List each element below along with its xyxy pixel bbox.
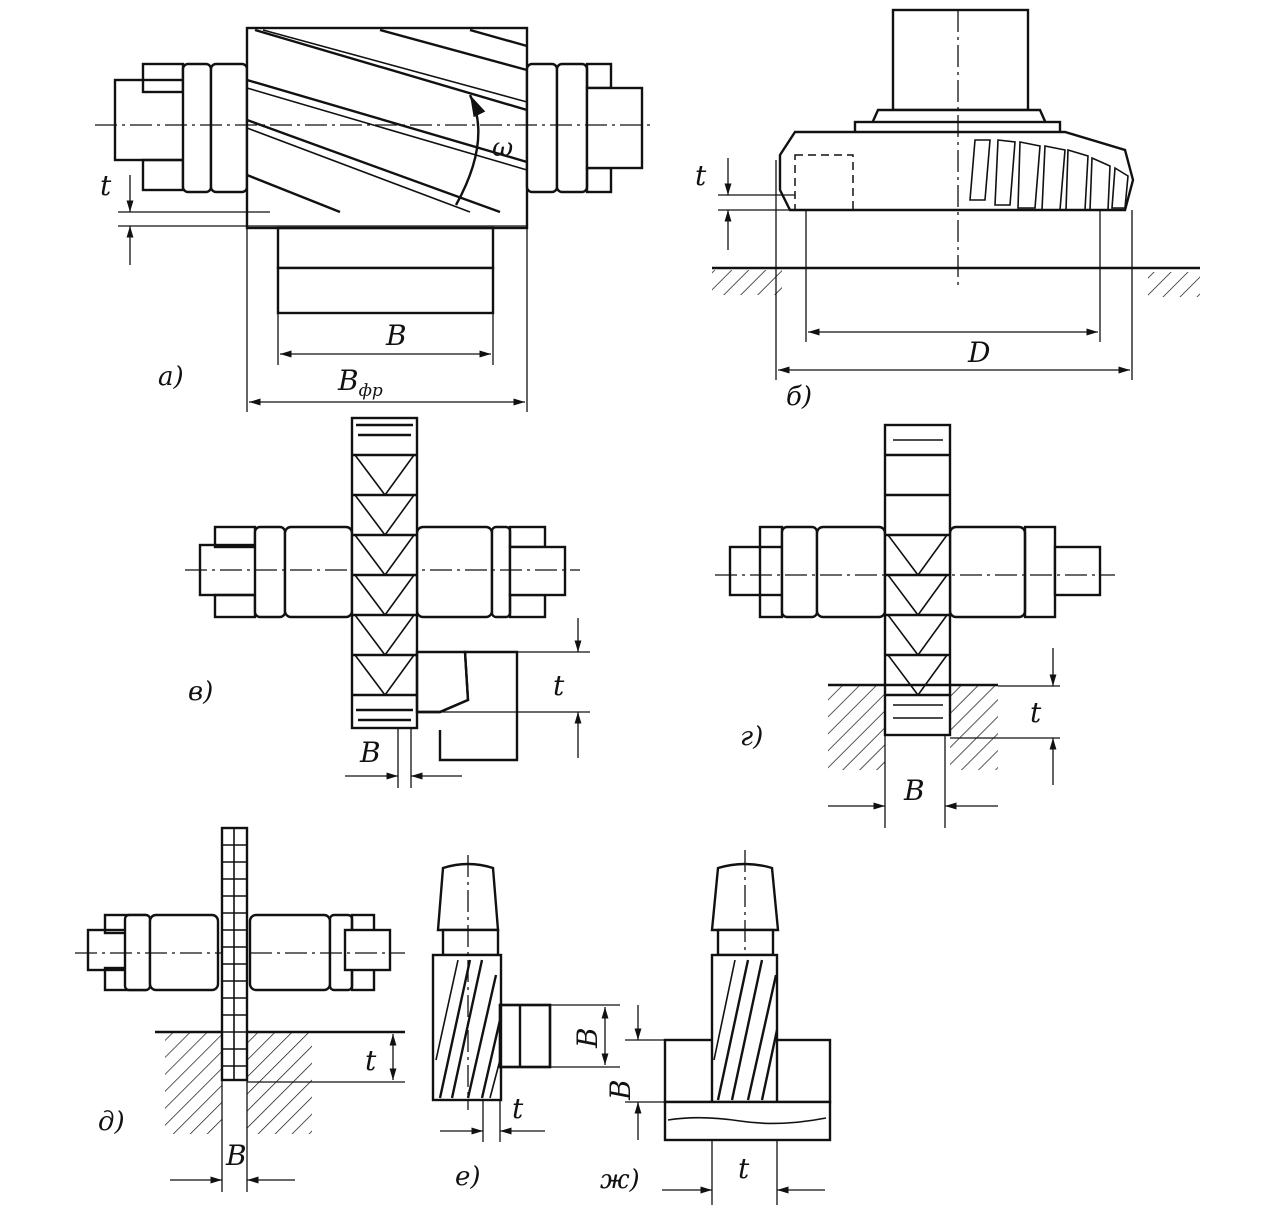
svg-text:D: D <box>967 336 990 369</box>
spacer-v-left <box>283 525 354 619</box>
width-dimension-d: B <box>170 1080 295 1192</box>
panel-d: t B д) <box>75 826 405 1192</box>
workpiece-g-right <box>950 685 998 770</box>
spacer-right-2 <box>555 62 589 194</box>
spindle <box>891 8 1030 112</box>
arbor-right-v <box>508 545 567 597</box>
svg-text:B: B <box>359 736 381 769</box>
width-dimension-g: B <box>828 735 998 828</box>
depth-dimension: t <box>100 169 527 265</box>
helical-teeth <box>246 28 528 214</box>
face-mill-body <box>778 130 1135 212</box>
panel-v: t B в) <box>185 416 590 788</box>
saw-teeth-d <box>222 828 247 1080</box>
workpiece-d-right <box>247 1032 312 1134</box>
panel-zh: B t ж) <box>600 850 832 1205</box>
disc-cutter-teeth-v <box>352 423 417 722</box>
workpiece <box>276 266 495 315</box>
svg-text:t: t <box>553 669 565 702</box>
workpiece-g-left <box>828 685 885 770</box>
cutter-width-dimension: Bфр <box>246 228 528 412</box>
disc-cutter-teeth-g <box>885 439 950 719</box>
caption-b: б) <box>786 382 812 412</box>
bearing-left-bottom <box>141 158 185 192</box>
width-dimension-e: B <box>550 1004 620 1068</box>
panel-g: t B г) <box>715 423 1115 828</box>
width-dimension: B <box>277 313 494 365</box>
workpiece-removed-layer <box>276 226 495 270</box>
depth-dimension-e: t <box>440 1092 545 1142</box>
svg-text:t: t <box>695 159 707 192</box>
panel-e: t B е) <box>431 855 620 1192</box>
depth-dimension-d: t <box>365 1034 397 1080</box>
face-mill-teeth <box>969 139 1129 211</box>
svg-text:B: B <box>225 1139 247 1172</box>
bearing-right-bottom <box>585 166 613 194</box>
spacer-g-left <box>815 525 887 619</box>
spacer-v-right <box>415 525 494 619</box>
end-mill-flutes-e <box>435 959 502 1099</box>
svg-text:t: t <box>1030 696 1042 729</box>
bearing-right-top <box>585 62 613 90</box>
arbor-left <box>113 78 187 162</box>
svg-text:t: t <box>100 169 112 202</box>
spacer-g-right <box>948 525 1027 619</box>
caption-d: д) <box>98 1107 125 1137</box>
spacer-right-1 <box>525 62 559 194</box>
caption-v: в) <box>188 677 213 707</box>
arbor-right <box>585 86 644 170</box>
caption-e: е) <box>455 1162 481 1192</box>
rotation-arrow <box>454 94 486 206</box>
face-mill-hidden <box>794 154 854 211</box>
diameter-dimension: D <box>775 160 1133 380</box>
svg-text:B: B <box>903 774 925 807</box>
depth-dimension-g: t <box>1030 648 1057 785</box>
depth-dimension-v: t <box>553 618 582 758</box>
panel-a: ω t B Bфр а) <box>95 26 655 412</box>
svg-text:t: t <box>512 1092 524 1125</box>
workpiece-d-left <box>165 1032 222 1134</box>
disc-cutter-g <box>883 423 952 737</box>
depth-dimension-b: t <box>695 158 795 250</box>
workpiece-hatch-right <box>1148 272 1200 297</box>
arbor-right-g <box>1053 545 1102 597</box>
workpiece-e-cut <box>498 1003 552 1069</box>
spacer-left-1 <box>181 62 213 194</box>
caption-zh: ж) <box>600 1165 640 1195</box>
arbor-right-d <box>343 928 392 972</box>
caption-g: г) <box>740 722 763 752</box>
workpiece-hatch-left <box>712 270 782 295</box>
caption-a: а) <box>158 362 184 392</box>
svg-text:Bфр: Bфр <box>337 364 383 401</box>
panel-b: t D б) <box>695 8 1200 412</box>
svg-text:B: B <box>604 1079 637 1101</box>
spacer-left-2 <box>209 62 249 194</box>
svg-text:B: B <box>571 1027 604 1049</box>
end-mill-flutes-zh <box>713 959 779 1101</box>
depth-dimension-zh: t <box>662 1140 825 1205</box>
workpiece-v <box>417 650 519 762</box>
svg-text:t: t <box>738 1152 750 1185</box>
rotation-label: ω <box>492 133 513 163</box>
width-dimension-v: B <box>345 728 462 788</box>
svg-text:B: B <box>385 319 407 352</box>
width-dimension-zh: B <box>604 1005 665 1140</box>
svg-text:t: t <box>365 1044 377 1077</box>
